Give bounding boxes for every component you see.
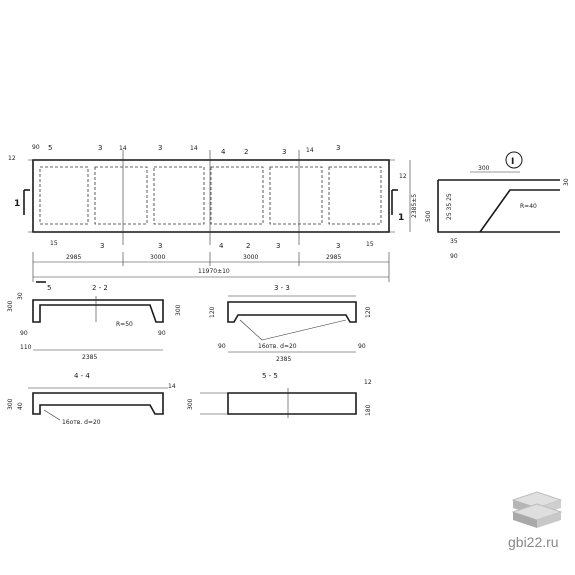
sec55-dim-12: 12 bbox=[364, 379, 372, 386]
plan-dim-3000b: 3000 bbox=[243, 254, 258, 261]
plan-label-14c: 14 bbox=[306, 147, 314, 154]
plan-label-15a: 15 bbox=[50, 240, 58, 247]
plan-label-b2: 2 bbox=[246, 242, 250, 250]
plan-label-3b: 3 bbox=[158, 144, 162, 152]
plan-label-14b: 14 bbox=[190, 145, 198, 152]
detail-dim-35: 35 bbox=[450, 238, 458, 245]
plan-label-4: 4 bbox=[221, 148, 226, 156]
plan-view: 90 5 3 14 3 14 4 2 3 14 3 12 12 1 1 15 3… bbox=[8, 144, 418, 292]
plan-label-3a: 3 bbox=[98, 144, 102, 152]
plan-label-3c: 3 bbox=[282, 148, 286, 156]
detail-I: I 300 30 500 R=40 35 90 25 35 25 bbox=[425, 151, 570, 260]
sec33-dim-90b: 90 bbox=[358, 343, 366, 350]
cut-1-right: 1 bbox=[398, 213, 404, 223]
sec22-dim-90b: 90 bbox=[158, 330, 166, 337]
plan-label-b3c: 3 bbox=[276, 242, 280, 250]
sec55-dim-180: 180 bbox=[365, 404, 372, 416]
sec55-dim-300: 300 bbox=[187, 398, 194, 410]
sec44-dim-300: 300 bbox=[7, 398, 14, 410]
section-33-title: 3 - 3 bbox=[274, 284, 290, 292]
sec22-dim-30: 30 bbox=[17, 292, 24, 300]
plan-width-dim: 2385±5 bbox=[411, 194, 418, 218]
plan-label-14a: 14 bbox=[119, 145, 127, 152]
sec33-dim-120b: 120 bbox=[365, 306, 372, 318]
plan-dim-2985a: 2985 bbox=[66, 254, 81, 261]
section-4-4: 4 - 4 300 40 16отв. d=20 14 bbox=[7, 372, 176, 426]
detail-dim-500: 500 bbox=[425, 210, 432, 222]
detail-circle-label: I bbox=[511, 157, 514, 167]
watermark: gbi22.ru bbox=[508, 534, 559, 550]
section-22-title: 2 - 2 bbox=[92, 284, 108, 292]
sec44-holes: 16отв. d=20 bbox=[62, 419, 101, 426]
sec33-dim-90a: 90 bbox=[218, 343, 226, 350]
detail-circle bbox=[505, 151, 523, 169]
sec44-dim-40: 40 bbox=[17, 402, 24, 410]
detail-dim-30: 30 bbox=[563, 178, 570, 186]
plan-dim-3000a: 3000 bbox=[150, 254, 165, 261]
section-5-5: 5 - 5 300 12 180 bbox=[187, 372, 372, 418]
sec22-r50: R=50 bbox=[116, 321, 133, 328]
section-3-3: 3 - 3 300 120 120 16отв. d=20 90 90 2385 bbox=[175, 284, 372, 363]
sec22-dim-300: 300 bbox=[7, 300, 14, 312]
detail-dim-300: 300 bbox=[478, 165, 490, 172]
plan-label-2: 2 bbox=[244, 148, 248, 156]
detail-dim-90: 90 bbox=[450, 253, 458, 260]
cut-5: 5 bbox=[47, 284, 51, 292]
sec33-dim-120a: 120 bbox=[209, 306, 216, 318]
section-44-title: 4 - 4 bbox=[74, 372, 90, 380]
cut-1-left: 1 bbox=[14, 199, 20, 209]
sec22-width: 2385 bbox=[82, 354, 97, 361]
plan-outline bbox=[32, 159, 390, 233]
plan-edge-12-right: 12 bbox=[399, 173, 407, 180]
plan-label-90: 90 bbox=[32, 144, 40, 151]
detail-r40: R=40 bbox=[520, 203, 537, 210]
plan-label-5: 5 bbox=[48, 144, 52, 152]
plan-label-b3d: 3 bbox=[336, 242, 340, 250]
plan-label-b3a: 3 bbox=[100, 242, 104, 250]
plan-dim-2985b: 2985 bbox=[326, 254, 341, 261]
plan-edge-12-left: 12 bbox=[8, 155, 16, 162]
section-55-title: 5 - 5 bbox=[262, 372, 278, 380]
sec22-dim-90a: 90 bbox=[20, 330, 28, 337]
plan-label-b4: 4 bbox=[219, 242, 224, 250]
sec33-dim-300: 300 bbox=[175, 304, 182, 316]
sec22-dim-110: 110 bbox=[20, 344, 32, 351]
sec33-width: 2385 bbox=[276, 356, 291, 363]
plan-label-b3b: 3 bbox=[158, 242, 162, 250]
stack-logo bbox=[511, 491, 563, 528]
plan-total-length: 11970±10 bbox=[198, 268, 230, 275]
sec33-holes: 16отв. d=20 bbox=[258, 343, 297, 350]
plan-label-3d: 3 bbox=[336, 144, 340, 152]
detail-dim-25: 25 35 25 bbox=[446, 193, 453, 220]
plan-label-15b: 15 bbox=[366, 241, 374, 248]
section-2-2: 2 - 2 300 30 R=50 90 110 90 2385 bbox=[7, 284, 166, 361]
sec44-dim-14: 14 bbox=[168, 383, 176, 390]
